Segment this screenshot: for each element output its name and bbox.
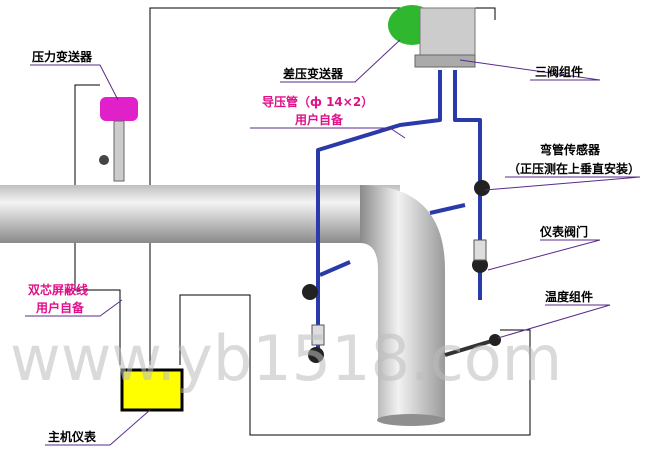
dp-transmitter [388,5,476,68]
label-cable-note: 用户自备 [35,300,85,315]
impulse-lines [316,70,482,360]
host-instrument [120,368,184,412]
label-host: 主机仪表 [48,429,97,444]
temperature-probe [444,338,496,357]
valve-icon [302,284,318,300]
pressure-transmitter [99,97,138,182]
main-pipe [0,185,400,243]
label-impulse-pipe: 导压管（ф 14×2） [262,94,373,109]
label-elbow-sensor: 弯管传感器 [540,142,601,157]
leader-lines [25,39,641,446]
label-temperature: 温度组件 [545,289,593,304]
label-cable: 双芯屏蔽线 [28,282,88,297]
valve-body [311,324,325,346]
label-impulse-pipe-note: 用户自备 [294,112,344,127]
label-instrument-valve: 仪表阀门 [539,224,588,239]
valve-icon [474,180,490,196]
valve-icon [472,257,488,273]
temperature-probe-head [489,334,501,346]
label-elbow-sensor-note: （正压测在上垂直安装） [508,161,640,176]
valve-body [473,239,487,261]
label-three-valve: 三阀组件 [535,64,583,79]
elbow-pipe [360,185,445,420]
elbow-pipe-end [377,414,445,426]
watermark: www.yb1518.com [10,322,562,395]
label-dp-transmitter: 差压变送器 [282,66,344,81]
valves [302,180,490,363]
label-pressure-transmitter: 压力变送器 [32,49,93,64]
valve-icon [308,347,324,363]
